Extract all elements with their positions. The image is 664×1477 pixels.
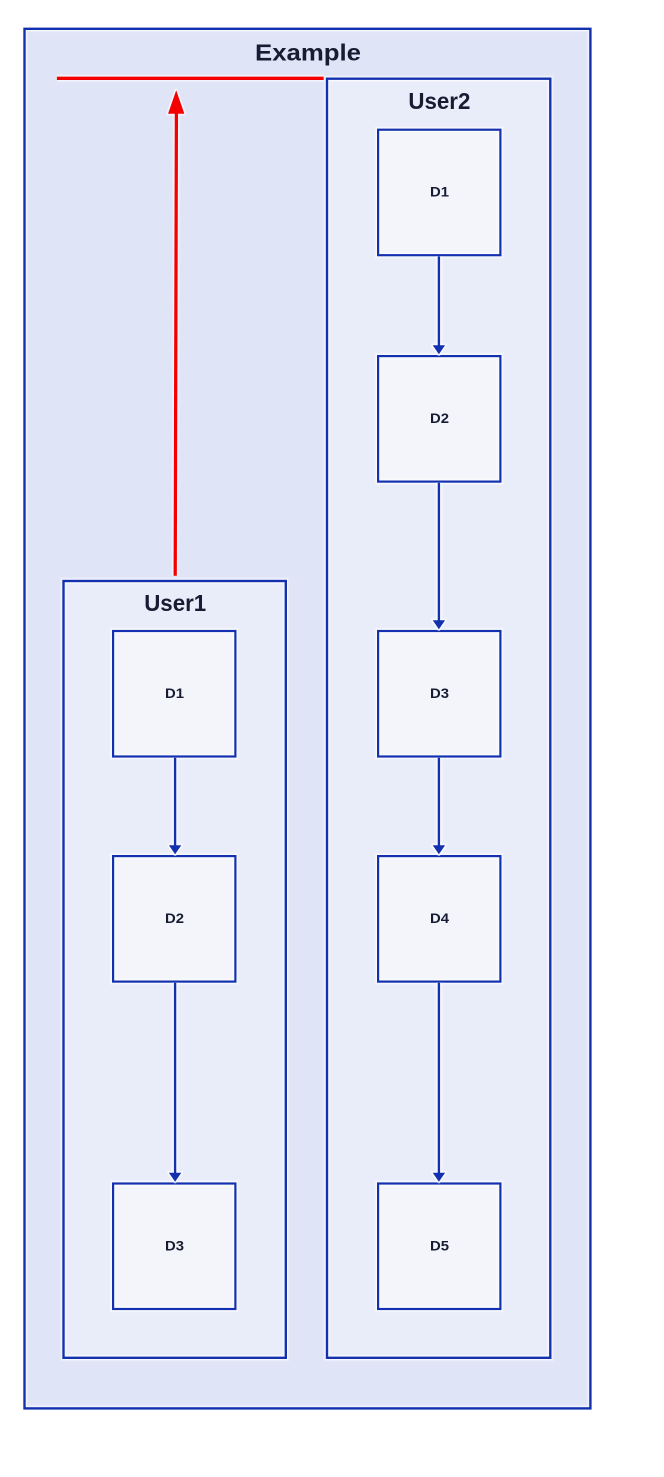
svg-text:D1: D1 (430, 183, 449, 199)
svg-text:D3: D3 (430, 685, 449, 701)
svg-text:D2: D2 (165, 910, 184, 926)
svg-text:Example: Example (255, 39, 361, 65)
svg-text:User2: User2 (408, 88, 470, 114)
svg-text:User1: User1 (144, 590, 206, 616)
svg-text:D2: D2 (430, 410, 449, 426)
svg-text:D4: D4 (430, 910, 449, 926)
svg-text:D5: D5 (430, 1237, 449, 1253)
svg-text:D3: D3 (165, 1237, 184, 1253)
svg-text:D1: D1 (165, 685, 184, 701)
